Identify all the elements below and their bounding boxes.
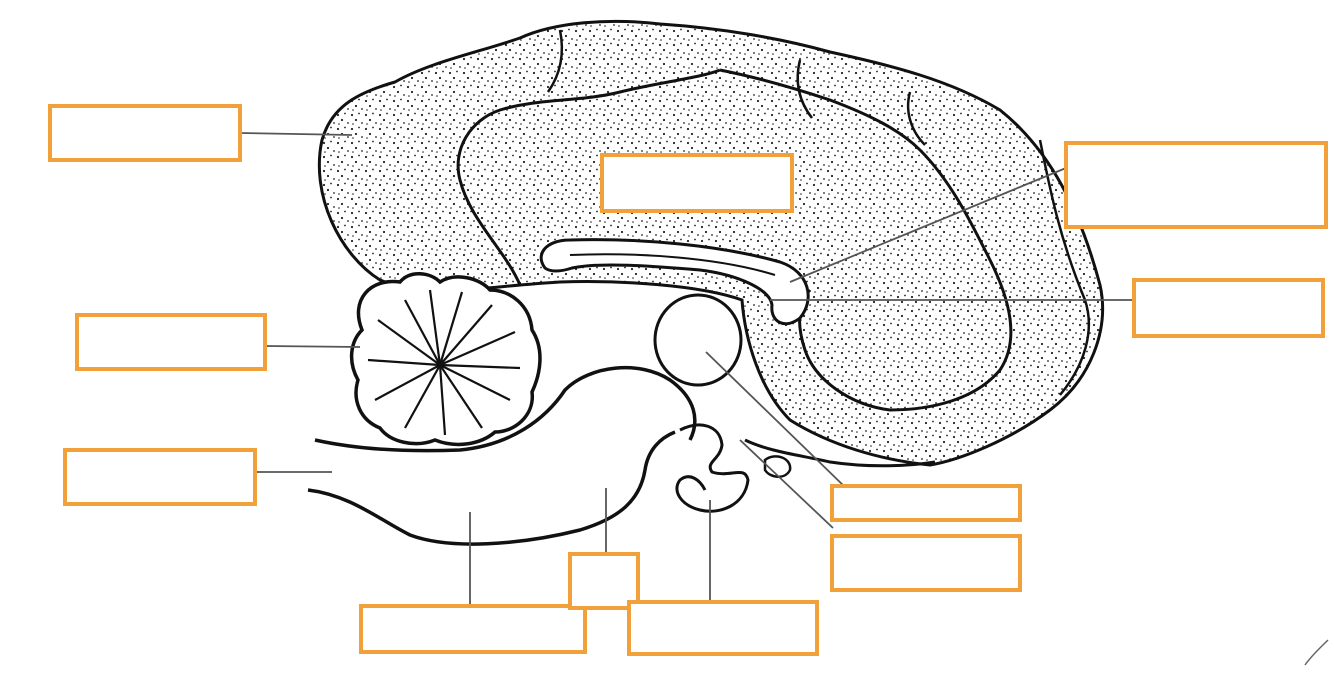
- label-box-center[interactable]: [600, 153, 794, 213]
- thalamus-shape: [655, 295, 741, 385]
- label-box-hypothalamus[interactable]: [830, 534, 1022, 592]
- hypothalamus-outline: [677, 425, 748, 511]
- label-box-bottom-left[interactable]: [359, 604, 587, 654]
- label-box-right[interactable]: [1132, 278, 1325, 338]
- label-box-top-left[interactable]: [48, 104, 242, 162]
- label-box-bottom-middle[interactable]: [627, 600, 819, 656]
- label-box-thalamus[interactable]: [830, 484, 1022, 522]
- label-box-brainstem[interactable]: [63, 448, 257, 506]
- corner-mark: [1305, 640, 1328, 665]
- label-box-top-right[interactable]: [1064, 141, 1328, 229]
- label-box-cerebellum[interactable]: [75, 313, 267, 371]
